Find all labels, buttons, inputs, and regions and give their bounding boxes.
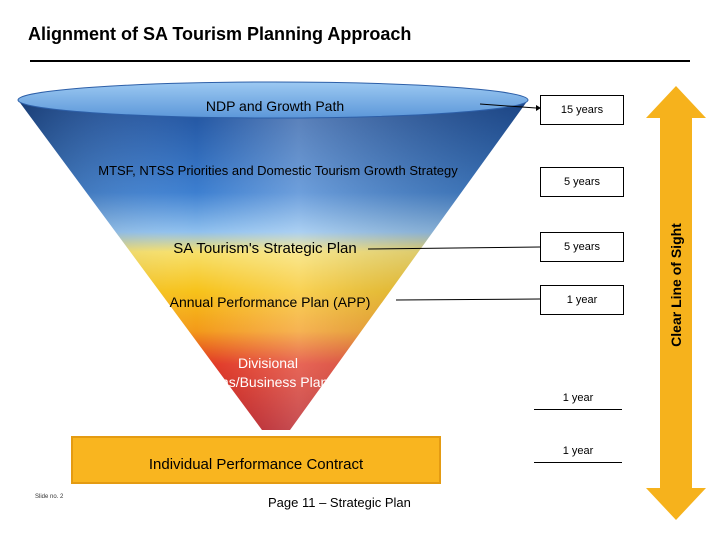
connector-line xyxy=(396,299,540,300)
funnel-level-mtsf-label: MTSF, NTSS Priorities and Domestic Touri… xyxy=(88,162,468,180)
funnel-level-strategic-plan-label: SA Tourism's Strategic Plan xyxy=(120,240,410,257)
funnel-level-app-label: Annual Performance Plan (APP) xyxy=(160,291,380,313)
duration-box-app: 1 year xyxy=(540,285,624,315)
funnel-level-ndp-label: NDP and Growth Path xyxy=(140,98,410,114)
duration-box-ndp: 15 years xyxy=(540,95,624,125)
duration-box-divisional: 1 year xyxy=(536,388,620,408)
duration-box-mtsf: 5 years xyxy=(540,167,624,197)
duration-divider-line xyxy=(534,409,622,410)
footer-text: Page 11 – Strategic Plan xyxy=(268,495,411,510)
slide-number: Slide no. 2 xyxy=(35,494,63,500)
duration-box-strategic-plan: 5 years xyxy=(540,232,624,262)
funnel-level-divisional-label: Divisional Plans/Business Plans xyxy=(200,354,336,392)
duration-divider-line xyxy=(534,462,622,463)
duration-box-individual: 1 year xyxy=(536,441,620,461)
clear-line-of-sight-label: Clear Line of Sight xyxy=(668,223,684,347)
funnel-level-individual-label: Individual Performance Contract xyxy=(72,456,440,473)
